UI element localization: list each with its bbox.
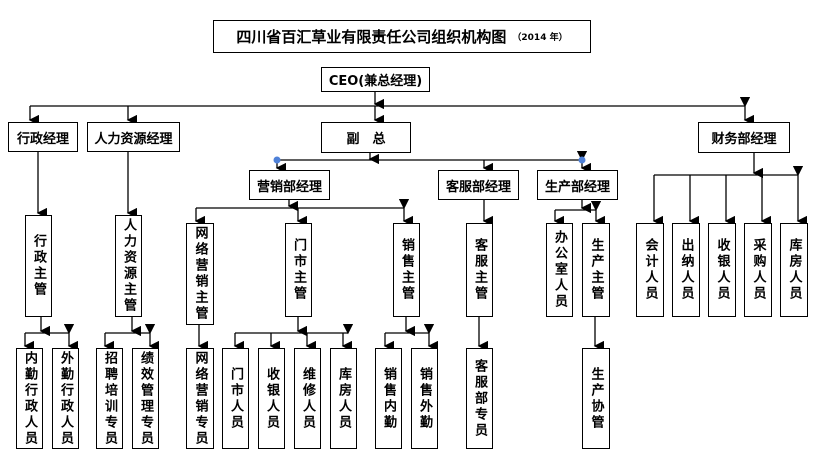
org-node-sales-sup: 销售主管 <box>393 223 420 317</box>
org-node-perf: 绩效管理专员 <box>132 348 159 449</box>
org-node-cashier-fin: 出纳人员 <box>672 223 700 317</box>
org-node-cs-mgr: 客服部经理 <box>438 170 519 200</box>
org-node-sales-out: 销售外勤 <box>411 348 438 449</box>
connector-dot <box>273 156 281 164</box>
org-node-store-staff: 门市人员 <box>222 348 249 449</box>
org-node-ceo: CEO(兼总经理) <box>321 67 430 92</box>
org-node-online-spec: 网络营销专员 <box>186 348 214 449</box>
org-node-admin-sup: 行政主管 <box>25 215 52 317</box>
org-node-cs-spec: 客服部专员 <box>466 348 493 449</box>
org-node-hr-mgr: 人力资源经理 <box>87 122 180 152</box>
title-year: （2014 年） <box>512 33 568 43</box>
org-node-field-admin: 外勤行政人员 <box>52 348 79 449</box>
org-node-admin-mgr: 行政经理 <box>8 122 78 152</box>
org-node-repair: 维修人员 <box>294 348 321 449</box>
org-node-purchaser: 采购人员 <box>744 223 772 317</box>
org-node-office-staff: 办公室人员 <box>546 223 573 317</box>
org-node-cs-sup: 客服主管 <box>466 223 493 317</box>
org-node-internal-admin: 内勤行政人员 <box>16 348 43 449</box>
org-node-warehouse-store: 库房人员 <box>330 348 357 449</box>
org-node-online-sup: 网络营销主管 <box>186 223 214 325</box>
org-node-vp: 副 总 <box>321 122 411 153</box>
org-node-prod-sup: 生产主管 <box>582 223 610 317</box>
org-node-warehouse-fin: 库房人员 <box>780 223 808 317</box>
org-node-prod-assist: 生产协管 <box>582 348 610 449</box>
org-node-finance-mgr: 财务部经理 <box>698 122 790 153</box>
org-node-sales-in: 销售内勤 <box>375 348 402 449</box>
title-main: 四川省百汇草业有限责任公司组织机构图 <box>236 28 507 46</box>
org-node-collector-fin: 收银人员 <box>708 223 736 317</box>
org-node-recruit: 招聘培训专员 <box>96 348 123 449</box>
org-node-marketing-mgr: 营销部经理 <box>249 170 330 200</box>
org-node-accountant: 会计人员 <box>636 223 664 317</box>
org-node-cashier-store: 收银人员 <box>258 348 285 449</box>
org-node-store-sup: 门市主管 <box>285 223 312 317</box>
chart-title: 四川省百汇草业有限责任公司组织机构图 （2014 年） <box>213 20 591 53</box>
org-node-prod-mgr: 生产部经理 <box>537 170 618 200</box>
org-node-hr-sup: 人力资源主管 <box>115 215 142 317</box>
connector-dot <box>578 156 586 164</box>
